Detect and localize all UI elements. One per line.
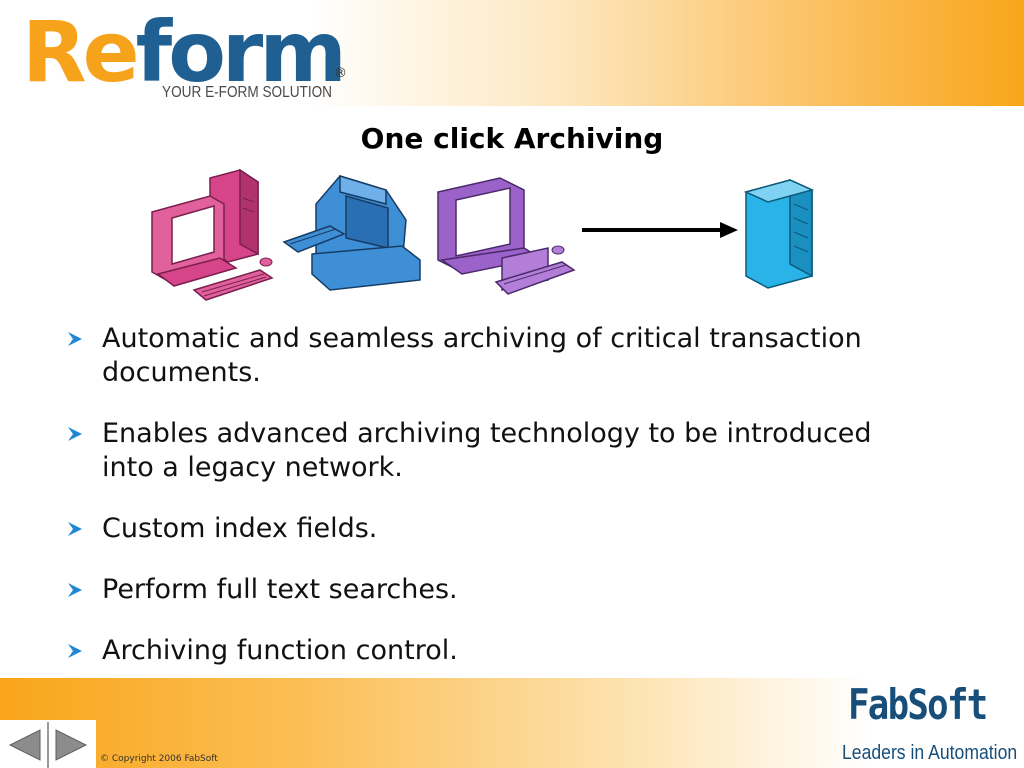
triangle-right-icon [55,729,88,761]
bullet-text: Perform full text searches. [102,574,458,605]
logo-wordmark: Reform [22,3,347,101]
registered-mark: ® [334,66,347,81]
bullet-text: Enables advanced archiving technology to… [102,418,872,449]
archive-server [743,178,815,289]
triangle-left-icon [8,729,41,761]
bullet-text: Archiving function control. [102,635,458,666]
logo-tagline: YOUR E-FORM SOLUTION [162,84,333,101]
arrow-bullet-icon [68,583,82,597]
archiving-illustration [151,168,815,301]
list-item: Archiving function control. [64,634,964,668]
footer-band [0,678,1024,768]
bullet-text-continued: documents. [102,357,261,388]
feature-list: Automatic and seamless archiving of crit… [64,322,964,695]
fabsoft-wordmark: FabSoft [848,680,988,729]
bullet-text-continued: into a legacy network. [102,452,403,483]
fabsoft-tagline: Leaders in Automation [842,742,1018,764]
list-item: Custom index fields. [64,512,964,546]
nav-divider [47,722,49,768]
bullet-text: Automatic and seamless archiving of crit… [102,323,862,354]
arrow-bullet-icon [68,522,82,536]
list-item: Enables advanced archiving technology to… [64,417,964,485]
header-band [0,0,1024,106]
reform-logo: Reform ® YOUR E-FORM SOLUTION [22,4,362,108]
purple-computer [437,177,576,295]
slide-title: One click Archiving [360,122,664,155]
list-item: Perform full text searches. [64,573,964,607]
copyright-text: © Copyright 2006 FabSoft [100,754,218,764]
bullet-text: Custom index fields. [102,513,378,544]
blue-computer [282,174,421,291]
arrow-bullet-icon [68,332,82,346]
fabsoft-logo: FabSoft Leaders in Automation [840,680,1024,768]
list-item: Automatic and seamless archiving of crit… [64,322,964,390]
pink-computer [151,168,274,301]
arrow-bullet-icon [68,644,82,658]
arrow-bullet-icon [68,427,82,441]
arrow-right-icon [582,222,738,238]
next-slide-button[interactable] [50,724,92,766]
previous-slide-button[interactable] [4,724,46,766]
